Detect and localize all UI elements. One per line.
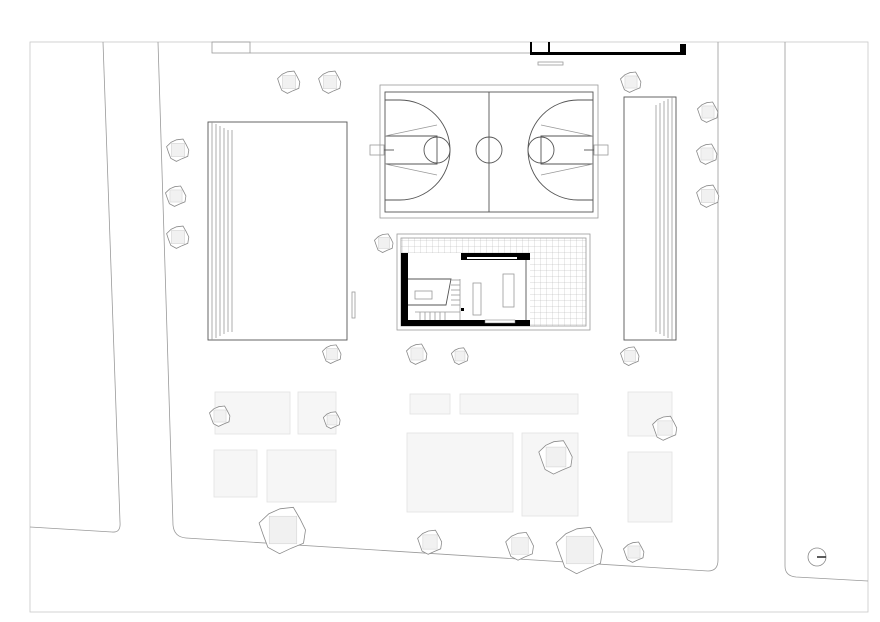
tree-icon [417, 529, 443, 555]
tree-icon [652, 415, 678, 441]
tree-icon [697, 101, 719, 123]
north-arrow-icon [807, 547, 827, 567]
drawing-frame [29, 41, 869, 613]
basketball-court [369, 84, 609, 219]
site-boundary [157, 41, 719, 572]
right-sports-hall [623, 96, 677, 341]
tree-icon [696, 184, 720, 208]
tree-icon [165, 185, 187, 207]
tree-icon [620, 346, 640, 366]
main-building [396, 233, 591, 331]
tree-icon [406, 343, 428, 365]
tree-icon [209, 405, 231, 427]
tree-icon [623, 541, 645, 563]
tree-icon [450, 347, 469, 365]
tree-icon [258, 506, 306, 555]
tree-icon [505, 531, 534, 561]
top-edge-structures [211, 41, 686, 66]
trees [165, 70, 720, 575]
right-block-outline [784, 42, 869, 582]
tree-icon [166, 138, 190, 162]
tree-icon [166, 225, 190, 249]
tree-icon [538, 440, 573, 475]
tree-icon [696, 143, 718, 165]
context-buildings [213, 391, 673, 523]
tree-icon [620, 71, 642, 93]
tree-icon [318, 70, 342, 94]
tree-icon [277, 70, 301, 94]
tree-icon [322, 411, 341, 429]
tree-icon [555, 526, 603, 575]
left-block-outline [29, 41, 121, 533]
tree-icon [322, 344, 342, 364]
left-sports-hall [207, 121, 356, 341]
tree-icon [374, 233, 394, 253]
